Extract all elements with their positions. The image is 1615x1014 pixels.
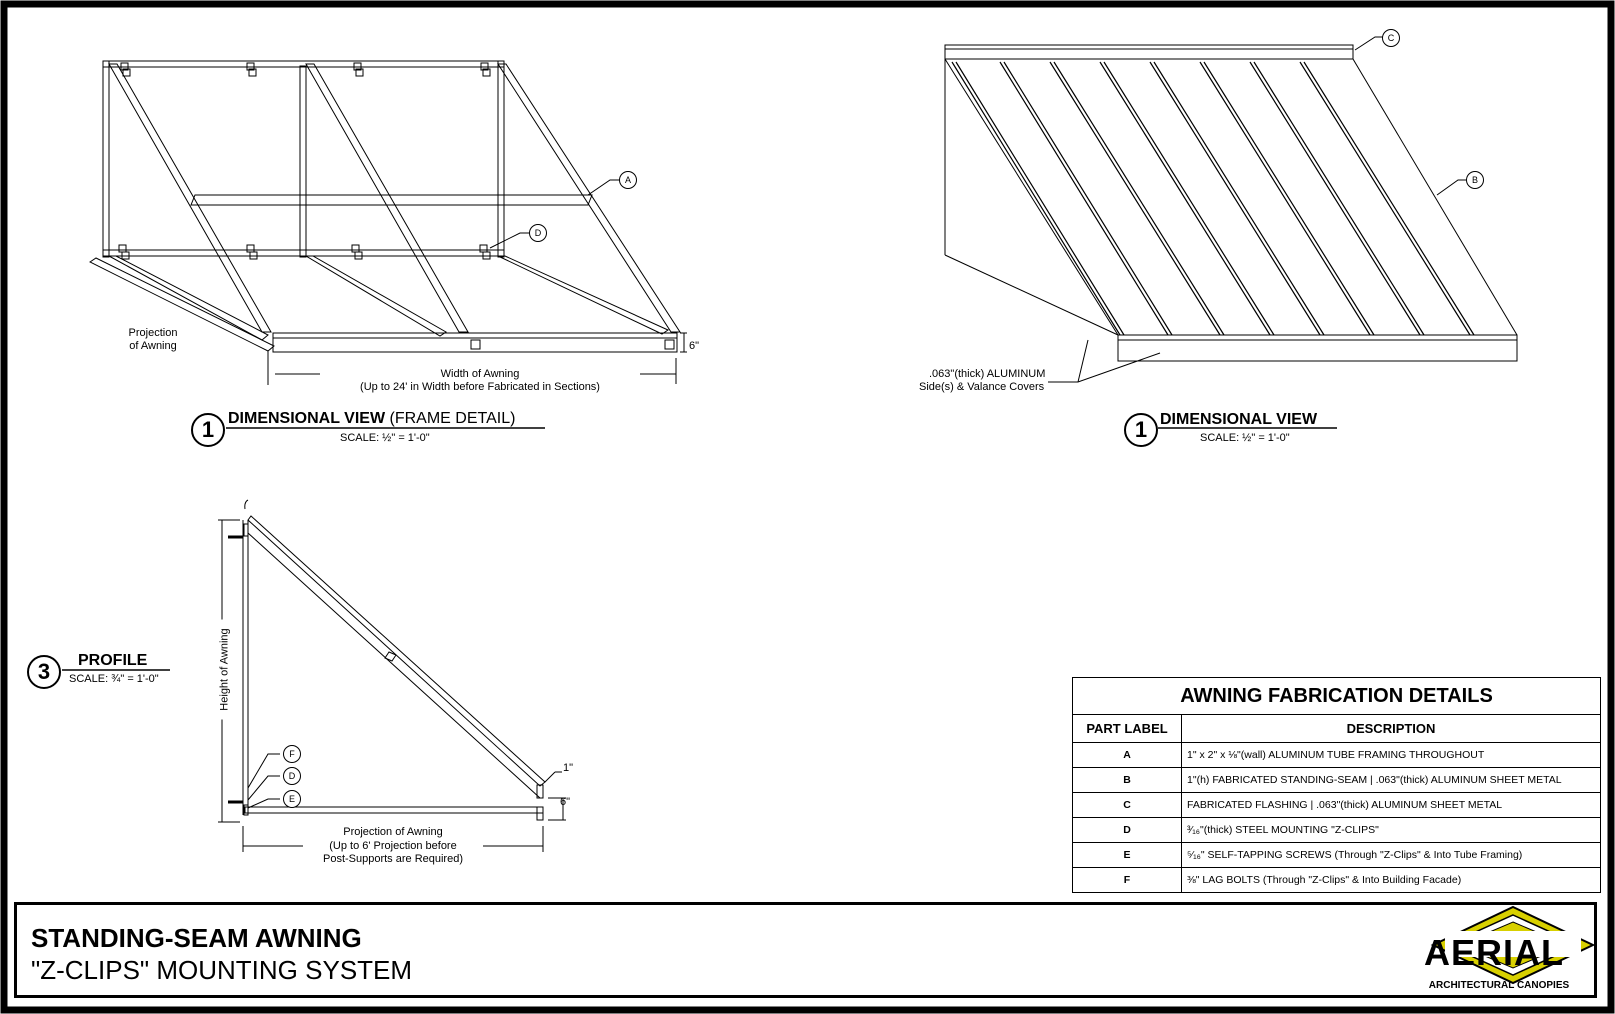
projection-label: Projection of Awning	[128, 327, 178, 352]
part-description-cell: 1" x 2" x ⅛"(wall) ALUMINUM TUBE FRAMING…	[1181, 742, 1601, 768]
profile-valance-dim: 6"	[560, 796, 571, 808]
frame-view-title: DIMENSIONAL VIEW (FRAME DETAIL)	[228, 410, 515, 428]
finished-view-title: DIMENSIONAL VIEW	[1160, 411, 1318, 428]
logo-tagline: ARCHITECTURAL CANOPIES	[1428, 980, 1570, 991]
profile-projection-line2: (Up to 6' Projection before	[303, 840, 483, 853]
cover-note-line1: .063"(thick) ALUMINUM	[929, 368, 1046, 380]
width-label: Width of Awning	[320, 368, 640, 381]
table-row: C FABRICATED FLASHING | .063"(thick) ALU…	[1072, 792, 1601, 818]
aerial-logo-mark	[1430, 905, 1596, 985]
profile-drawing	[62, 499, 566, 852]
part-label-cell: A	[1072, 742, 1182, 768]
finished-awning-drawing	[944, 36, 1518, 429]
cover-note-line2: Side(s) & Valance Covers	[919, 381, 1045, 393]
frame-detail-drawing	[89, 60, 687, 429]
drawing-subtitle: "Z-CLIPS" MOUNTING SYSTEM	[31, 955, 413, 985]
part-label-cell: D	[1072, 817, 1182, 843]
profile-top-dim: 1"	[563, 762, 574, 774]
part-label-cell: B	[1072, 767, 1182, 793]
table-title: AWNING FABRICATION DETAILS	[1072, 677, 1601, 715]
callout-d-frame: D	[529, 224, 547, 242]
callout-c: C	[1382, 29, 1400, 47]
table-row: F ⅜" LAG BOLTS (Through "Z-Clips" & Into…	[1072, 867, 1601, 893]
drawing-title: STANDING-SEAM AWNING	[31, 923, 362, 953]
frame-view-title-text: DIMENSIONAL VIEW	[228, 410, 386, 427]
view-number-finished: 1	[1124, 413, 1158, 447]
frame-view-scale: SCALE: ½" = 1'-0"	[340, 432, 430, 444]
part-label-cell: F	[1072, 867, 1182, 893]
frame-height-dim: 6"	[689, 340, 700, 352]
view-number-frame: 1	[191, 413, 225, 447]
profile-projection-line1: Projection of Awning	[313, 826, 473, 839]
part-description-cell: FABRICATED FLASHING | .063"(thick) ALUMI…	[1181, 792, 1601, 818]
part-description-cell: ⁵⁄₁₆" SELF-TAPPING SCREWS (Through "Z-Cl…	[1181, 842, 1601, 868]
profile-scale: SCALE: ¾" = 1'-0"	[69, 673, 159, 685]
fabrication-details-table: AWNING FABRICATION DETAILS PART LABEL DE…	[1072, 677, 1601, 893]
width-note: (Up to 24' in Width before Fabricated in…	[360, 381, 600, 393]
callout-b: B	[1466, 171, 1484, 189]
table-row: D ³⁄₁₆"(thick) STEEL MOUNTING "Z-CLIPS"	[1072, 817, 1601, 843]
part-description-cell: 1"(h) FABRICATED STANDING-SEAM | .063"(t…	[1181, 767, 1601, 793]
table-row: E ⁵⁄₁₆" SELF-TAPPING SCREWS (Through "Z-…	[1072, 842, 1601, 868]
company-logo: AERIAL ARCHITECTURAL CANOPIES	[1414, 910, 1584, 995]
table-header-description: DESCRIPTION	[1181, 714, 1601, 743]
height-label: Height of Awning	[218, 619, 232, 720]
view-number-profile: 3	[27, 655, 61, 689]
part-label-cell: E	[1072, 842, 1182, 868]
profile-title: PROFILE	[78, 652, 148, 669]
callout-e: E	[283, 790, 301, 808]
table-row: B 1"(h) FABRICATED STANDING-SEAM | .063"…	[1072, 767, 1601, 793]
callout-f: F	[283, 745, 301, 763]
callout-a: A	[619, 171, 637, 189]
finished-view-scale: SCALE: ½" = 1'-0"	[1200, 432, 1290, 444]
part-label-cell: C	[1072, 792, 1182, 818]
profile-projection-line3: Post-Supports are Required)	[322, 853, 463, 865]
title-block: STANDING-SEAM AWNING "Z-CLIPS" MOUNTING …	[14, 902, 1597, 998]
part-description-cell: ⅜" LAG BOLTS (Through "Z-Clips" & Into B…	[1181, 867, 1601, 893]
callout-d-profile: D	[283, 767, 301, 785]
part-description-cell: ³⁄₁₆"(thick) STEEL MOUNTING "Z-CLIPS"	[1181, 817, 1601, 843]
logo-wordmark: AERIAL	[1424, 932, 1564, 973]
table-row: A 1" x 2" x ⅛"(wall) ALUMINUM TUBE FRAMI…	[1072, 742, 1601, 768]
frame-view-title-suffix: (FRAME DETAIL)	[389, 410, 516, 427]
table-header-label: PART LABEL	[1072, 714, 1182, 743]
